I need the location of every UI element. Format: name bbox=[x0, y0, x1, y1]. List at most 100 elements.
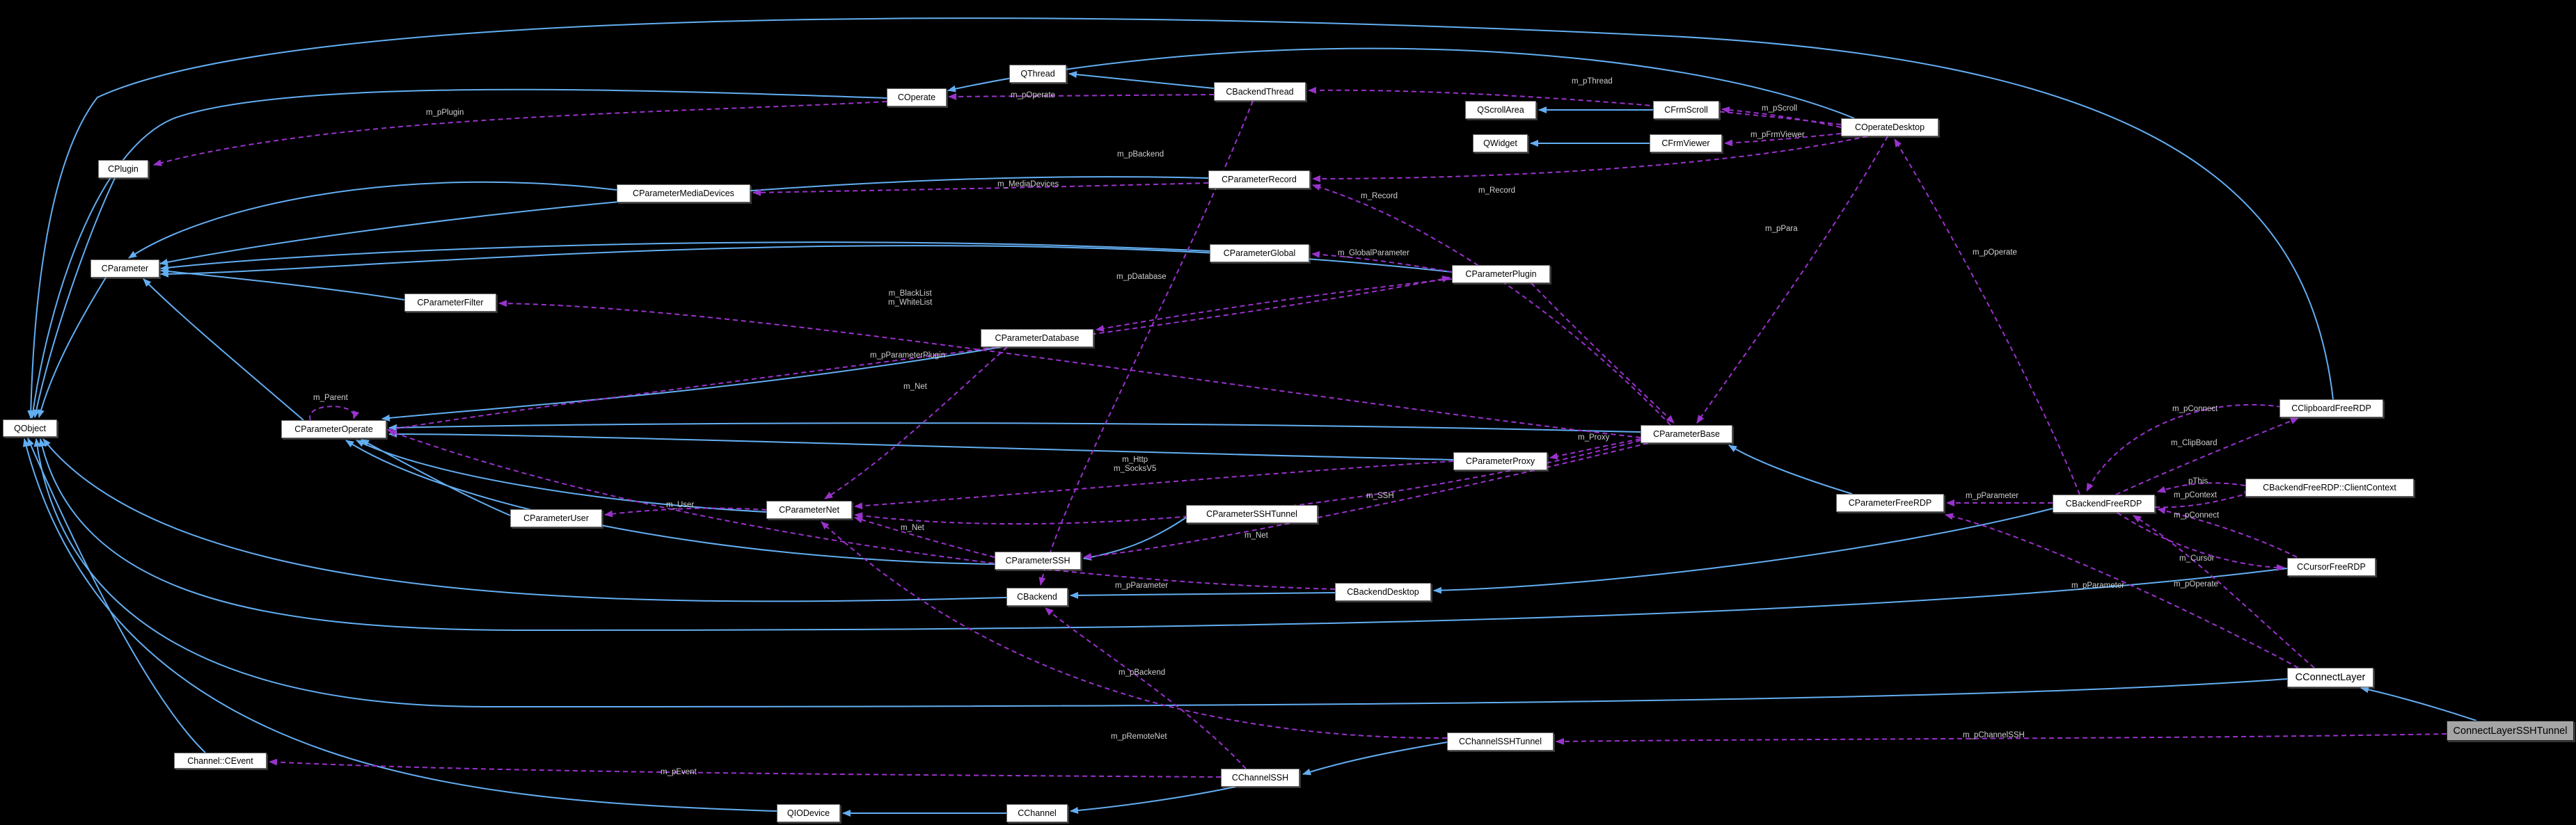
edge-label-m_pChannelSSH-33: m_pChannelSSH bbox=[1963, 731, 2025, 739]
class-node-cbackendthread[interactable]: CBackendThread bbox=[1214, 82, 1306, 101]
edge-cparameter-qobject bbox=[38, 277, 106, 418]
class-node-cbackendfreerdp[interactable]: CBackendFreeRDP bbox=[2053, 495, 2155, 513]
edge-cconnectlayer-cparameterfreerdp-m_pParameter bbox=[1945, 513, 2299, 668]
edge-cbackendthread-coperate-m_pOperate bbox=[948, 93, 1215, 100]
edge-label-m_SSH-18: m_SSH bbox=[1366, 492, 1394, 500]
edge-cparameterbase-cparameterfilter-m_BlackList bbox=[498, 300, 1641, 438]
class-node-qthread[interactable]: QThread bbox=[1009, 65, 1066, 83]
class-node-cparameterdatabase[interactable]: CParameterDatabase bbox=[981, 329, 1093, 347]
class-node-coperatedesktop[interactable]: COperateDesktop bbox=[1841, 118, 1938, 136]
edge-cplugin-qobject bbox=[33, 177, 116, 418]
edge-cbackenddesktop-cparameteroperate-m_pParameter bbox=[388, 430, 1336, 590]
edge-cparameterplugin-cparameterbase bbox=[1531, 282, 1675, 424]
edge-cparameterproxy-cparameteroperate bbox=[388, 431, 1454, 460]
edge-qiodevice-qobject bbox=[22, 438, 777, 812]
edge-cparameterfilter-cparameter bbox=[160, 268, 405, 301]
edge-label-m_pOperate-31: m_pOperate bbox=[2174, 580, 2218, 588]
edge-cparameterbase-cparameterproxy-m_Proxy bbox=[1549, 438, 1641, 460]
edge-cconnectlayer-qobject bbox=[33, 438, 2288, 708]
edge-label-m_pBackend-5: m_pBackend bbox=[1117, 150, 1164, 159]
class-node-cparameter[interactable]: CParameter bbox=[90, 259, 159, 278]
edge-cchannelssh-cchannel bbox=[1070, 786, 1236, 814]
class-node-ccursorfreerdp[interactable]: CCursorFreeRDP bbox=[2287, 558, 2376, 576]
class-node-cparametermediadevices[interactable]: CParameterMediaDevices bbox=[617, 184, 750, 202]
edge-cparameterrecord-cparameter bbox=[159, 176, 1209, 266]
class-node-cparameterglobal[interactable]: CParameterGlobal bbox=[1210, 244, 1309, 262]
class-node-cchannelsshtunnel[interactable]: CChannelSSHTunnel bbox=[1447, 732, 1554, 751]
edge-label-m_Cursor-30: m_Cursor bbox=[2179, 554, 2215, 563]
class-node-cbackend[interactable]: CBackend bbox=[1006, 588, 1068, 606]
edge-cparameterproxy-cparameternet-m_Http-m_SocksV5 bbox=[854, 460, 1454, 510]
edge-cparameterbase-cparameteroperate bbox=[388, 422, 1641, 433]
edge-label-m_Proxy-19: m_Proxy bbox=[1578, 433, 1610, 442]
class-node-cchannel[interactable]: CChannel bbox=[1006, 804, 1068, 822]
class-node-connectlayersshtunnel[interactable]: ConnectLayerSSHTunnel bbox=[2447, 721, 2574, 741]
edge-channelcevent-qobject bbox=[27, 438, 206, 753]
inheritance-edges bbox=[22, 17, 2477, 817]
class-node-cparametersshtunnel[interactable]: CParameterSSHTunnel bbox=[1186, 505, 1318, 523]
edge-cparameterbase-cparameterrecord-m_Record bbox=[1312, 184, 1671, 426]
edge-label-m_pEvent-36: m_pEvent bbox=[661, 768, 697, 776]
edge-label-m_Record-8: m_Record bbox=[1478, 186, 1516, 195]
edge-label-m_pParameter-28: m_pParameter bbox=[1966, 492, 2019, 500]
class-node-cparameterfreerdp[interactable]: CParameterFreeRDP bbox=[1836, 494, 1944, 512]
class-node-cchannelssh[interactable]: CChannelSSH bbox=[1221, 769, 1299, 787]
edge-label-m_pParameter-32: m_pParameter bbox=[2071, 582, 2125, 590]
edge-coperatedesktop-coperate bbox=[947, 47, 1855, 119]
class-node-cparameteroperate[interactable]: CParameterOperate bbox=[281, 420, 386, 438]
edge-coperatedesktop-cbackendthread-m_pThread bbox=[1308, 86, 1842, 125]
class-node-cparameterfilter[interactable]: CParameterFilter bbox=[404, 294, 496, 312]
edge-cbackendfreerdp-coperatedesktop-m_pOperate bbox=[1894, 138, 2080, 495]
class-node-cparameterbase[interactable]: CParameterBase bbox=[1641, 425, 1732, 443]
class-node-cfrmscroll[interactable]: CFrmScroll bbox=[1653, 101, 1719, 119]
edge-coperatedesktop-cfrmviewer-m_pFrmViewer bbox=[1724, 133, 1842, 147]
class-node-cconnectlayer[interactable]: CConnectLayer bbox=[2287, 668, 2373, 687]
class-node-cclipboardfreerdp[interactable]: CClipboardFreeRDP bbox=[2279, 399, 2383, 417]
class-node-qwidget[interactable]: QWidget bbox=[1473, 134, 1528, 152]
edge-cclipboardfreerdp-qobject bbox=[27, 17, 2334, 419]
edge-cchannelssh-cbackend-m_pBackend bbox=[1045, 607, 1247, 769]
edge-label-m_pParameterPlugin-13: m_pParameterPlugin bbox=[870, 351, 946, 360]
class-node-qobject[interactable]: QObject bbox=[3, 419, 57, 437]
class-node-cparameterproxy[interactable]: CParameterProxy bbox=[1453, 452, 1547, 470]
edge-cparameterrecord-cparametermediadevices-m_MediaDevices bbox=[752, 182, 1209, 196]
edge-cbackendfreerdp-cclipboardfreerdp-m_ClipBoard bbox=[2115, 417, 2299, 495]
class-node-channelcevent[interactable]: Channel::CEvent bbox=[174, 753, 267, 769]
class-node-coperate[interactable]: COperate bbox=[887, 88, 947, 106]
edge-label-m_Net-15: m_Net bbox=[903, 383, 927, 391]
class-node-cparameternet[interactable]: CParameterNet bbox=[766, 501, 852, 519]
edge-label-m_Net-21: m_Net bbox=[1244, 531, 1268, 540]
class-node-cparameterrecord[interactable]: CParameterRecord bbox=[1208, 170, 1310, 189]
class-node-cparameterssh[interactable]: CParameterSSH bbox=[995, 552, 1081, 570]
class-node-cparameteruser[interactable]: CParameterUser bbox=[510, 509, 602, 527]
class-node-qscrollarea[interactable]: QScrollArea bbox=[1465, 101, 1536, 119]
edge-cbackendfreerdp-cbackenddesktop bbox=[1433, 508, 2053, 594]
edge-cparameternet-cparameteruser-m_User bbox=[604, 507, 767, 518]
edge-connectlayersshtunnel-cchannelsshtunnel-m_pChannelSSH bbox=[1556, 733, 2447, 745]
class-node-cfrmviewer[interactable]: CFrmViewer bbox=[1650, 134, 1722, 152]
edge-label-m_pScroll-3: m_pScroll bbox=[1762, 104, 1798, 113]
edge-cparameterplugin-cparameterglobal-m_GlobalParameter bbox=[1311, 250, 1453, 273]
edge-cconnectlayer-cbackendfreerdp-m_pOperate bbox=[2133, 515, 2315, 668]
edge-cbackendthread-qthread bbox=[1068, 71, 1215, 89]
edge-label-m_pOperate-1: m_pOperate bbox=[1011, 91, 1055, 99]
edge-label-m_GlobalParameter-10: m_GlobalParameter bbox=[1338, 249, 1409, 257]
edge-label-m_pPara-9: m_pPara bbox=[1765, 225, 1798, 233]
edge-cparameterplugin-cparameterdatabase-m_pDatabase bbox=[1096, 278, 1453, 333]
edge-cclipboardfreerdp-cbackendfreerdp-m_pConnect bbox=[2086, 403, 2291, 492]
edge-cparameteruser-cparameteroperate bbox=[361, 439, 511, 516]
edge-cparameteroperate-cparameter bbox=[143, 278, 304, 421]
edge-cparametermediadevices-cparameter bbox=[128, 181, 617, 259]
class-node-cplugin[interactable]: CPlugin bbox=[98, 160, 148, 178]
class-node-cbackenddesktop[interactable]: CBackendDesktop bbox=[1335, 583, 1431, 601]
edge-label-m_pThread-2: m_pThread bbox=[1572, 77, 1613, 86]
class-node-clientcontext[interactable]: CBackendFreeRDP::ClientContext bbox=[2245, 479, 2414, 497]
edge-cbackend-qobject bbox=[42, 438, 1007, 602]
edge-coperatedesktop-cfrmscroll-m_pScroll bbox=[1721, 106, 1842, 128]
class-node-qiodevice[interactable]: QIODevice bbox=[777, 804, 840, 822]
edge-cparameteroperate-cparameterplugin-m_pParameterPlugin bbox=[387, 275, 1451, 431]
edge-cparameterbase-cparameternet-m_Net bbox=[854, 440, 1641, 525]
edge-label-m_Net-20: m_Net bbox=[901, 524, 924, 532]
class-node-cparameterplugin[interactable]: CParameterPlugin bbox=[1452, 265, 1550, 283]
